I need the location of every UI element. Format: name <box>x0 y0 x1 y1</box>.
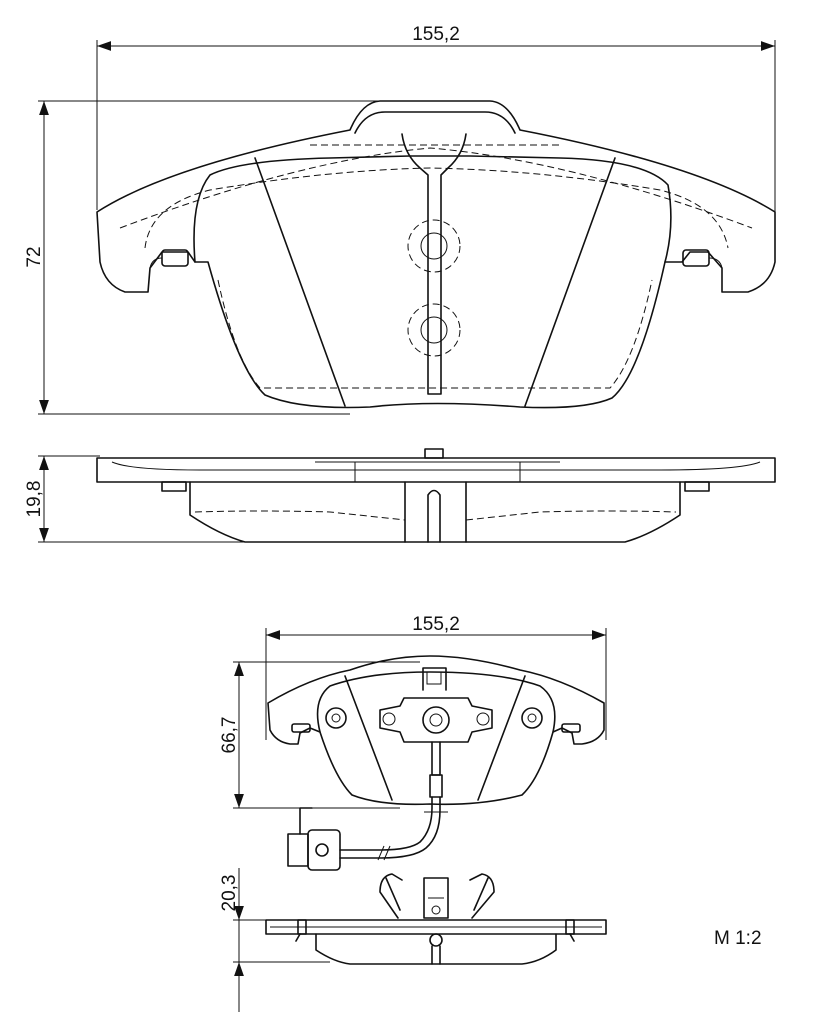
dim-bottom-height-label: 66,7 <box>219 717 240 754</box>
dim-bottom-thickness-label: 20,3 <box>219 875 240 912</box>
scale-label: M 1:2 <box>714 928 762 949</box>
dim-bottom-width-label: 155,2 <box>412 614 460 635</box>
backing-plate-outline <box>96 100 776 409</box>
pad2-side-view <box>233 873 607 965</box>
dim-top-width-label: 155,2 <box>412 24 460 45</box>
pad-front-view <box>38 40 776 415</box>
pad2-front-view <box>233 628 607 871</box>
friction-material-outline <box>193 155 672 263</box>
dim-side-thickness-label: 19,8 <box>24 481 45 518</box>
pad-side-view <box>38 448 776 543</box>
dim-top-height-label: 72 <box>24 246 45 267</box>
